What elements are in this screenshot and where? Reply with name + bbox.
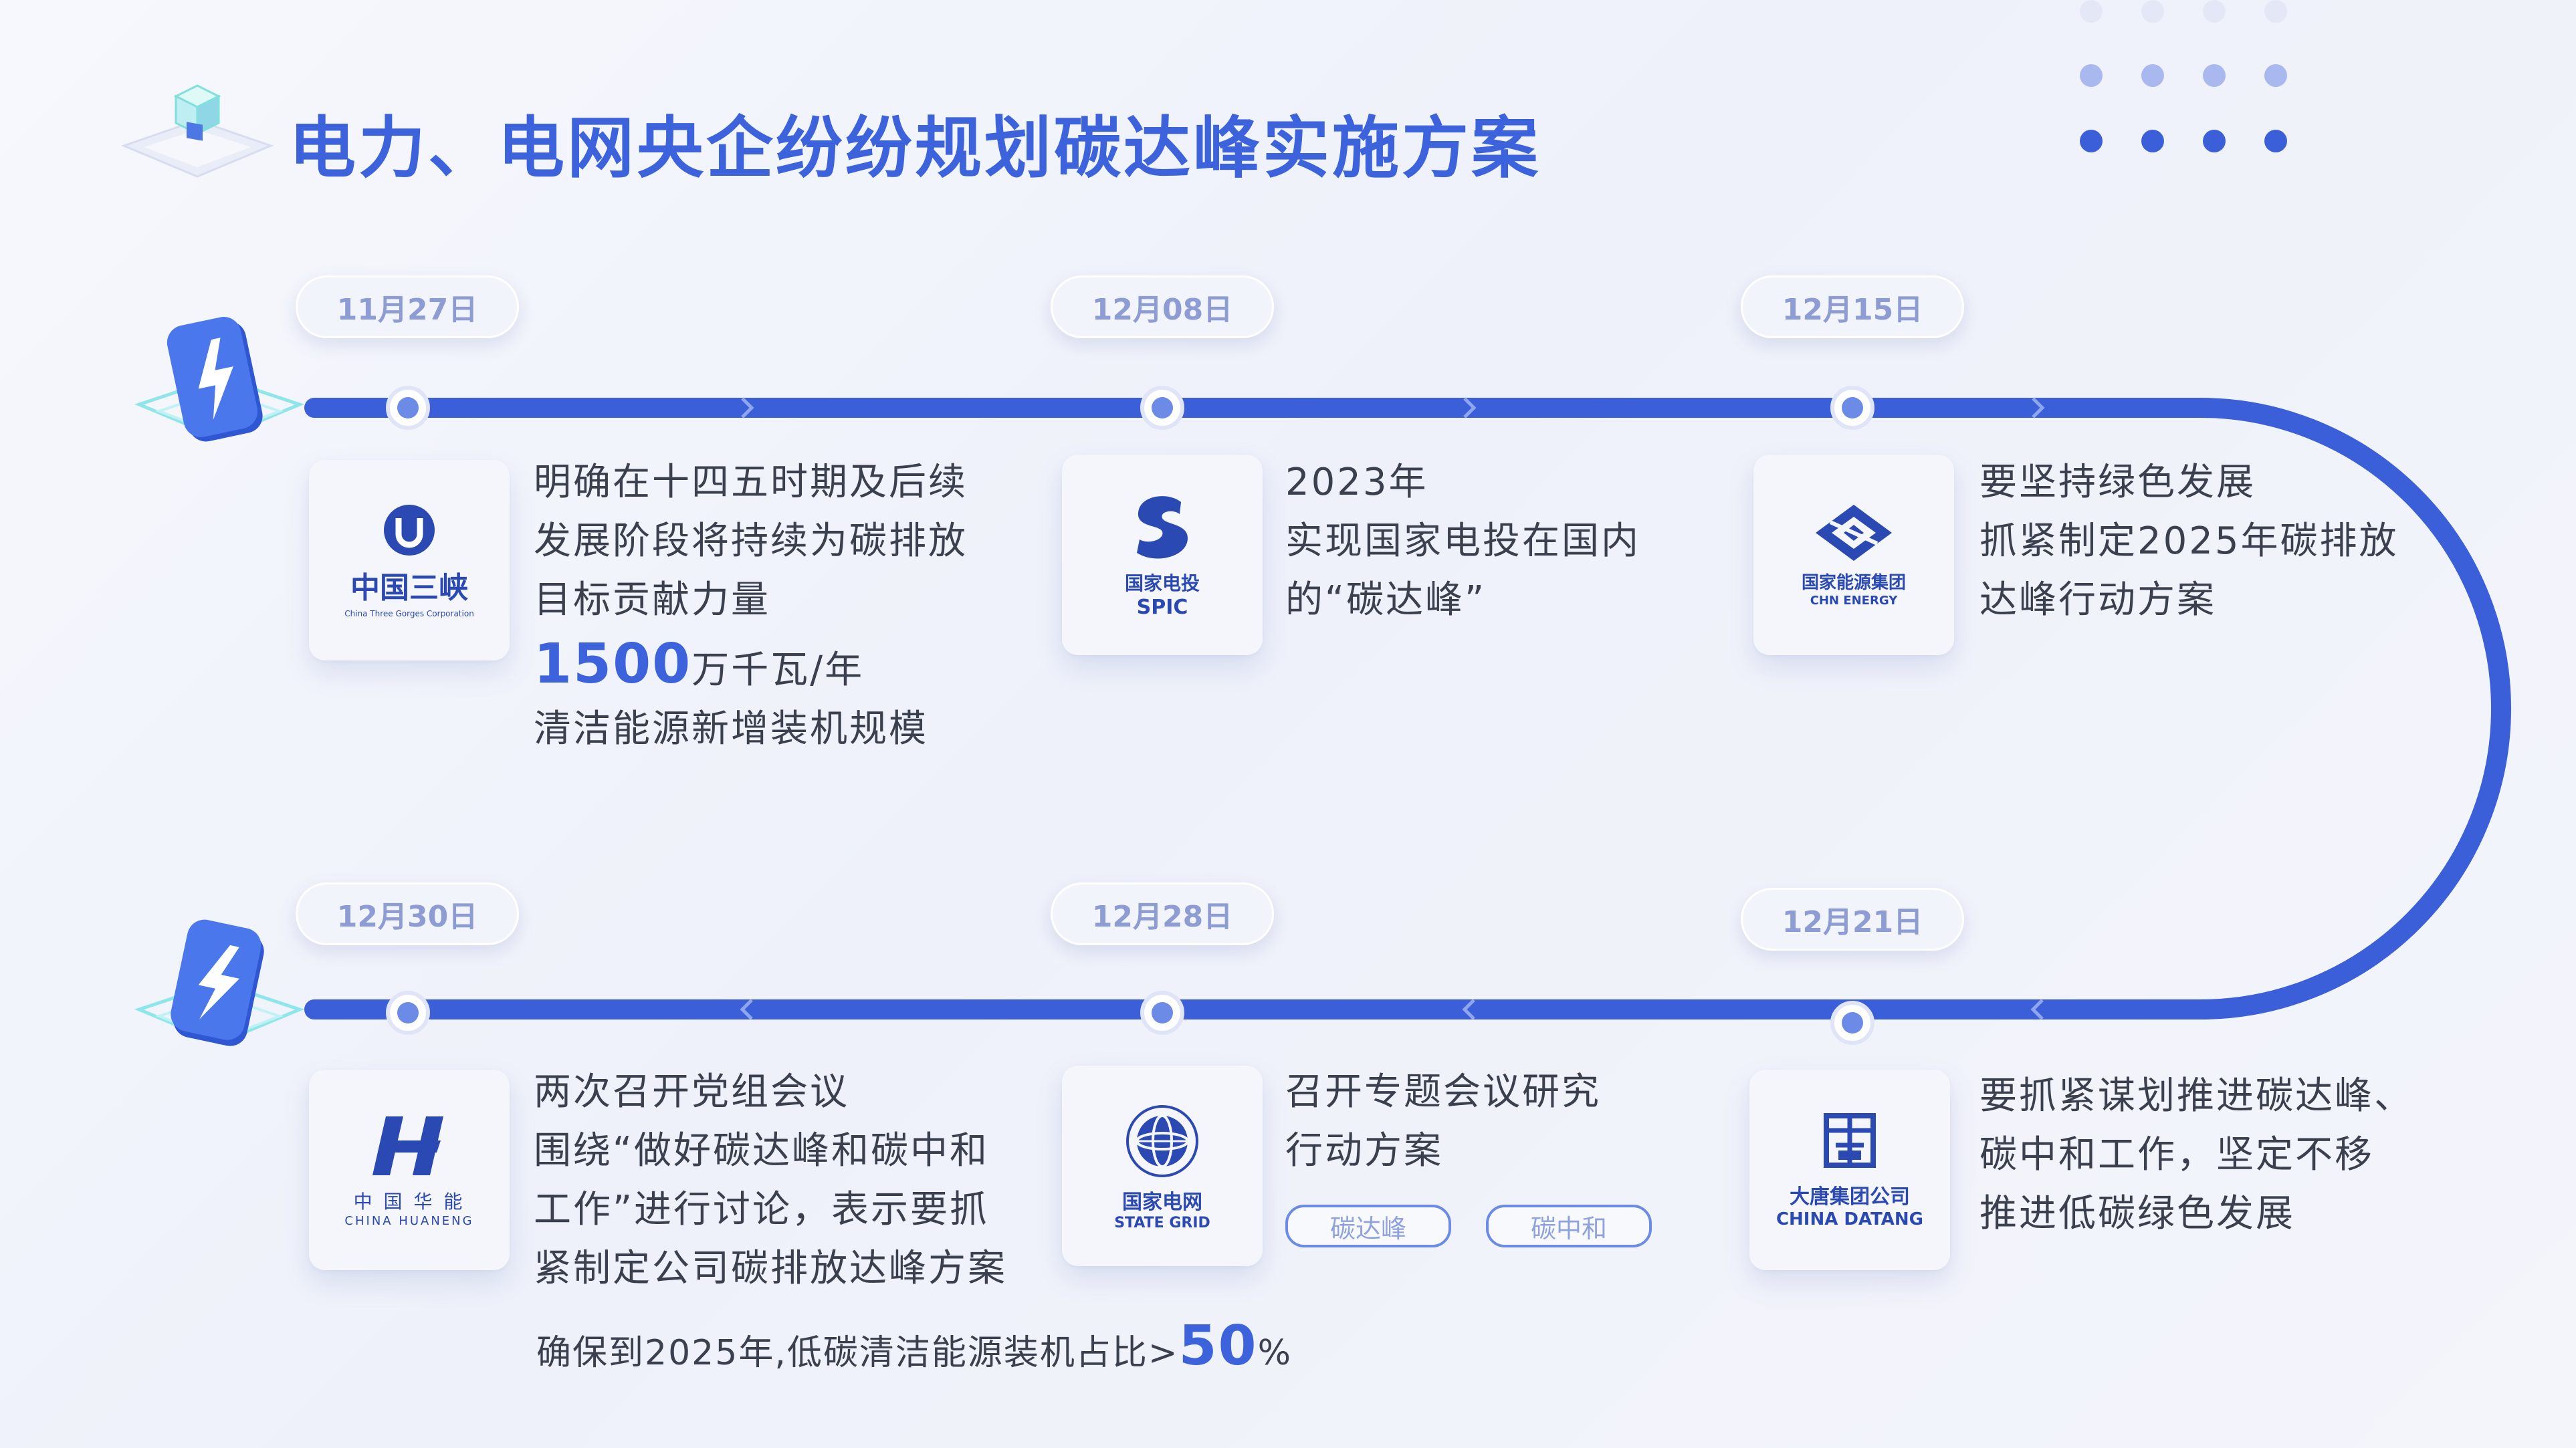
text-line: 达峰行动方案: [1979, 578, 2216, 622]
logo-sub: SPIC: [1136, 595, 1188, 619]
text-line: 发展阶段将持续为碳排放: [534, 519, 968, 563]
stat-unit: 万千瓦/年: [691, 648, 865, 692]
dot: [2203, 64, 2226, 87]
logo-sub: CHINA HUANENG: [344, 1213, 474, 1228]
logo-name: 大唐集团公司: [1790, 1185, 1910, 1209]
cube-icon: [120, 84, 274, 178]
stat-row: 1500万千瓦/年: [534, 635, 968, 700]
logo-sub: CHN ENERGY: [1810, 594, 1898, 608]
dot: [2203, 0, 2226, 23]
text-line: 行动方案: [1285, 1129, 1443, 1173]
dot: [2203, 130, 2226, 152]
text-line: 围绕“做好碳达峰和碳中和: [534, 1129, 990, 1173]
text-line: 两次召开党组会议: [534, 1070, 849, 1114]
event-text-e2: 2023年 实现国家电投在国内 的“碳达峰”: [1285, 453, 1640, 630]
dot: [2141, 130, 2164, 152]
three-gorges-logo-icon: [384, 505, 435, 556]
logo-card-e3: 国家能源集团 CHN ENERGY: [1753, 455, 1954, 655]
logo-sub: CHINA DATANG: [1776, 1209, 1924, 1229]
tag-carbon-peak: 碳达峰: [1285, 1205, 1451, 1247]
timeline-nodes: [386, 386, 1874, 1045]
text-line: 碳中和工作，坚定不移: [1979, 1133, 2374, 1177]
goal-row: 确保到2025年,低碳清洁能源装机占比>50%: [536, 1317, 1292, 1382]
text-line: 明确在十四五时期及后续: [534, 461, 968, 504]
dot: [2080, 0, 2103, 23]
text-line: 目标贡献力量: [534, 578, 770, 622]
logo-sub: STATE GRID: [1114, 1214, 1210, 1231]
event-text-e3: 要坚持绿色发展 抓紧制定2025年碳排放 达峰行动方案: [1979, 453, 2399, 630]
logo-card-e2: 国家电投 SPIC: [1062, 455, 1263, 655]
huaneng-logo-icon: [372, 1116, 443, 1175]
lightning-icon: [134, 919, 305, 1046]
stat-desc: 清洁能源新增装机规模: [534, 707, 928, 751]
event-text-e5: 召开专题会议研究 行动方案: [1285, 1063, 1601, 1181]
dot: [2141, 0, 2164, 23]
text-line: 工作”进行讨论，表示要抓: [534, 1188, 990, 1231]
event-text-e4: 两次召开党组会议 围绕“做好碳达峰和碳中和 工作”进行讨论，表示要抓 紧制定公司…: [534, 1063, 1007, 1298]
event-text-e6: 要抓紧谋划推进碳达峰、 碳中和工作，坚定不移 推进低碳绿色发展: [1979, 1067, 2413, 1243]
stat-value: 1500: [534, 632, 692, 696]
dot: [2141, 64, 2164, 87]
dot: [2264, 130, 2287, 152]
spic-logo-icon: [1137, 495, 1188, 559]
tag-carbon-neutral: 碳中和: [1486, 1205, 1652, 1247]
text-line: 实现国家电投在国内: [1285, 519, 1640, 563]
logo-card-e4: 中 国 华 能 CHINA HUANENG: [309, 1070, 510, 1270]
dot: [2080, 64, 2103, 87]
event-text-e1: 明确在十四五时期及后续 发展阶段将持续为碳排放 目标贡献力量 1500万千瓦/年…: [534, 453, 968, 759]
text-line: 召开专题会议研究: [1285, 1070, 1601, 1114]
logo-card-e6: 大唐集团公司 CHINA DATANG: [1749, 1070, 1950, 1270]
dot-grid: [0, 0, 2576, 174]
dot: [2264, 0, 2287, 23]
logo-name: 中 国 华 能: [353, 1190, 465, 1213]
dot: [2080, 130, 2103, 152]
logo-name: 国家电网: [1122, 1190, 1202, 1214]
goal-text: 确保到2025年,低碳清洁能源装机占比>: [536, 1333, 1179, 1373]
text-line: 紧制定公司碳排放达峰方案: [534, 1247, 1007, 1290]
logo-name: 国家电投: [1124, 572, 1200, 594]
logo-card-e1: 中国三峡 China Three Gorges Corporation: [309, 460, 510, 660]
goal-value: 50: [1178, 1314, 1258, 1378]
date-pill-e3: 12月15日: [1741, 275, 1964, 338]
logo-name: 中国三峡: [350, 571, 468, 605]
state-grid-logo-icon: [1126, 1104, 1198, 1177]
goal-unit: %: [1257, 1333, 1292, 1373]
date-pill-e5: 12月28日: [1051, 882, 1274, 945]
text-line: 要抓紧谋划推进碳达峰、: [1979, 1074, 2413, 1118]
text-line: 的“碳达峰”: [1285, 578, 1487, 622]
date-pill-e6: 12月21日: [1741, 888, 1964, 951]
text-line: 2023年: [1285, 461, 1428, 504]
logo-card-e5: 国家电网 STATE GRID: [1062, 1066, 1263, 1266]
chn-energy-logo-icon: [1816, 505, 1892, 561]
datang-logo-icon: [1824, 1113, 1876, 1168]
lightning-icon: [134, 316, 305, 442]
text-line: 抓紧制定2025年碳排放: [1979, 519, 2399, 563]
dot: [2264, 64, 2287, 87]
logo-sub: China Three Gorges Corporation: [344, 609, 474, 618]
date-pill-e1: 11月27日: [296, 275, 519, 338]
text-line: 要坚持绿色发展: [1979, 461, 2256, 504]
date-pill-e2: 12月08日: [1051, 275, 1274, 338]
date-pill-e4: 12月30日: [296, 882, 519, 945]
text-line: 推进低碳绿色发展: [1979, 1192, 2295, 1235]
page-title: 电力、电网央企纷纷规划碳达峰实施方案: [289, 109, 1541, 187]
logo-name: 国家能源集团: [1801, 573, 1906, 593]
